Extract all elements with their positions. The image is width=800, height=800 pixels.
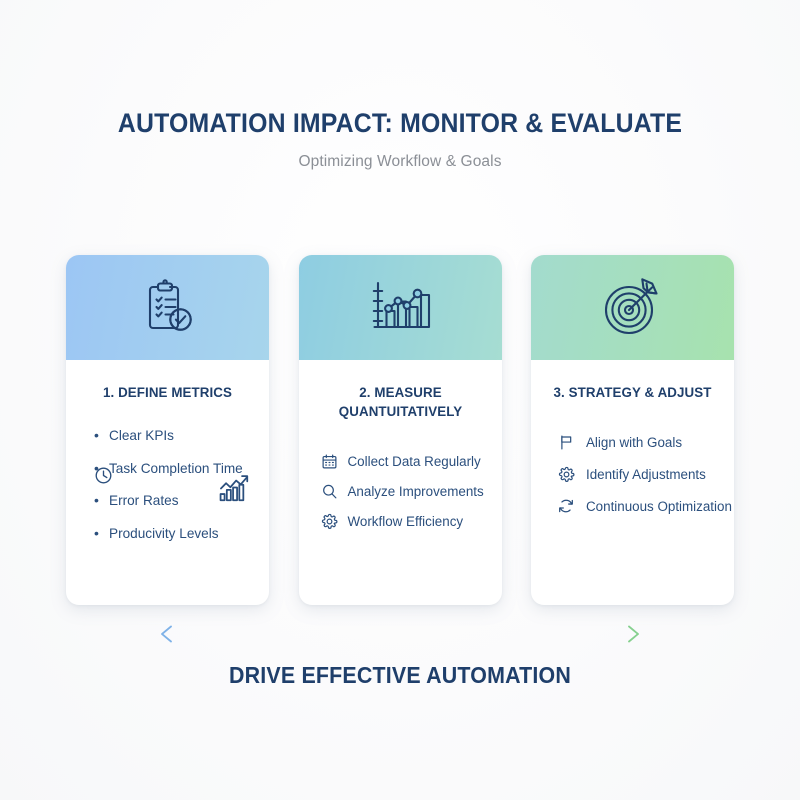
clipboard-checklist-icon — [136, 276, 200, 340]
card-body-strategy-adjust: 3. STRATEGY & ADJUST Align with Goals — [531, 360, 734, 605]
clock-icon — [94, 466, 113, 490]
gear-icon — [557, 465, 575, 483]
card-measure-quantitatively[interactable]: 2. MEASURE QUANTUITATIVELY — [298, 255, 502, 605]
calendar-icon — [321, 452, 339, 470]
metrics-list: Clear KPIs Task Completion Time Error Ra… — [82, 428, 253, 541]
list-item: Producivity Levels — [94, 526, 253, 541]
cards-row: 1. DEFINE METRICS Clear KPIs Task Comple… — [66, 255, 734, 605]
bar-line-chart-icon — [367, 277, 433, 339]
list-item-label: Collect Data Regularly — [347, 453, 481, 469]
card-body-measure-quantitatively: 2. MEASURE QUANTUITATIVELY — [299, 360, 502, 605]
list-item: Error Rates — [94, 493, 253, 508]
page-subtitle: Optimizing Workflow & Goals — [298, 153, 502, 170]
flag-icon — [557, 433, 575, 451]
card-header-strategy-adjust — [531, 255, 734, 360]
list-item-label: Workflow Efficiency — [347, 513, 464, 529]
list-item-label: Continuous Optimization — [586, 498, 732, 514]
list-item: Workflow Efficiency — [321, 512, 486, 530]
header: AUTOMATION IMPACT: MONITOR & EVALUATE Op… — [0, 108, 800, 171]
list-item-label: Align with Goals — [586, 434, 683, 450]
list-item: Analyze Improvements — [321, 482, 486, 500]
double-headed-arrow — [155, 622, 645, 646]
card-title: 2. MEASURE QUANTUITATIVELY — [338, 385, 462, 421]
refresh-cycle-icon — [557, 497, 575, 515]
card-define-metrics[interactable]: 1. DEFINE METRICS Clear KPIs Task Comple… — [66, 255, 269, 605]
target-arrow-icon — [600, 277, 666, 339]
card-header-define-metrics — [66, 255, 269, 360]
list-item: Collect Data Regularly — [321, 452, 486, 470]
page-title: AUTOMATION IMPACT: MONITOR & EVALUATE — [117, 108, 683, 138]
growth-chart-icon — [219, 474, 249, 507]
list-item: Task Completion Time — [94, 461, 253, 476]
card-title: 1. DEFINE METRICS — [102, 385, 233, 401]
list-item: Clear KPIs — [94, 428, 253, 443]
list-item: Identify Adjustments — [557, 465, 718, 483]
strategy-list: Align with Goals Identify Adjustments — [547, 433, 732, 515]
list-item: Align with Goals — [557, 433, 718, 451]
card-strategy-adjust[interactable]: 3. STRATEGY & ADJUST Align with Goals — [531, 255, 734, 605]
card-header-measure-quantitatively — [298, 255, 502, 360]
card-body-define-metrics: 1. DEFINE METRICS Clear KPIs Task Comple… — [66, 360, 269, 605]
footer-title: DRIVE EFFECTIVE AUTOMATION — [229, 662, 571, 688]
magnifier-icon — [321, 482, 339, 500]
list-item-label: Analyze Improvements — [347, 483, 484, 499]
gear-icon — [321, 512, 339, 530]
list-item-label: Identify Adjustments — [586, 466, 706, 482]
list-item: Continuous Optimization — [557, 497, 732, 515]
measure-list: Collect Data Regularly Analyze Improveme… — [315, 452, 486, 530]
card-title: 3. STRATEGY & ADJUST — [553, 385, 712, 401]
